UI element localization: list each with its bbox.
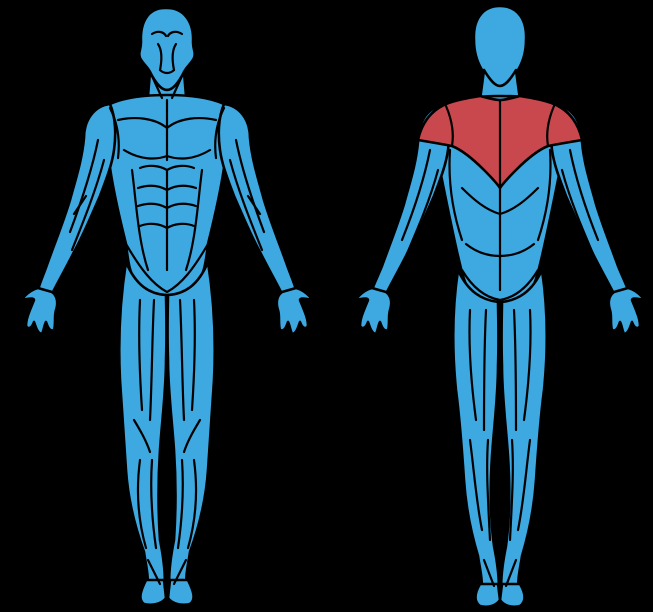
back-left-leg [453,270,499,596]
back-body-fill [356,6,644,607]
back-right-foot [500,584,525,607]
back-left-foot [476,584,501,607]
back-right-leg [501,270,547,596]
back-head [474,6,526,86]
back-left-hand [356,288,391,334]
back-right-hand [609,288,644,334]
